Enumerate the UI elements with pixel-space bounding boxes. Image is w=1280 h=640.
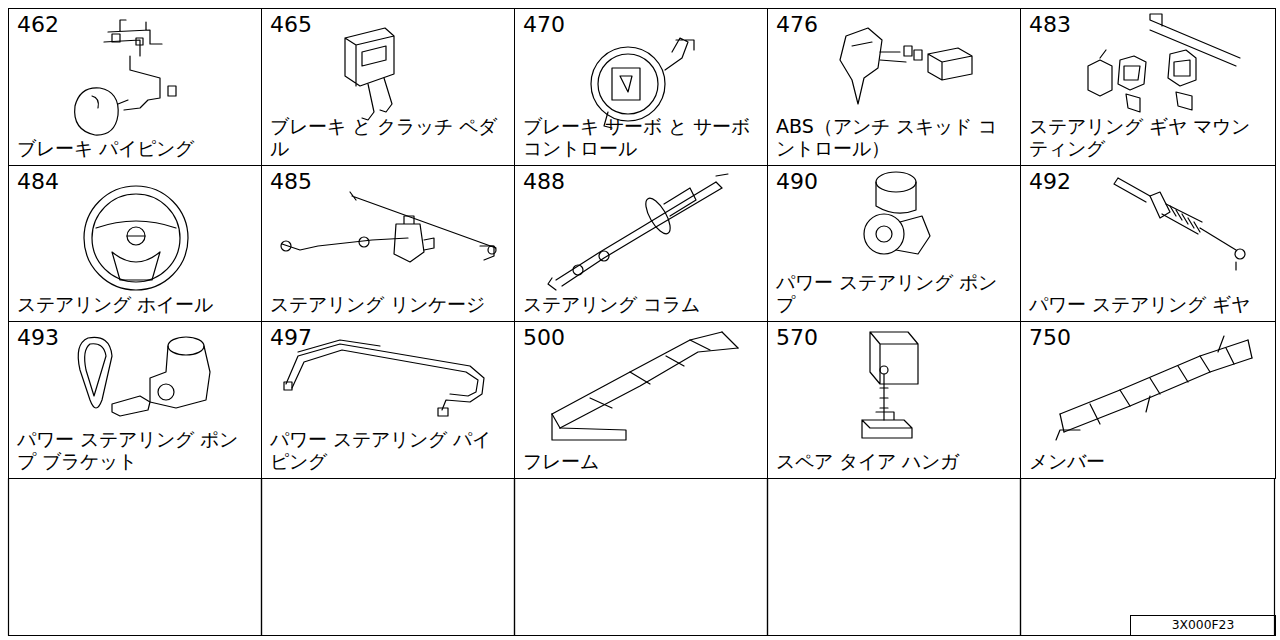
catalog-cell: 483 ステアリング ギヤ マウンティング [1020, 8, 1276, 166]
section-number: 476 [776, 13, 1012, 37]
section-number: 570 [776, 326, 1012, 350]
drawing-code-box: 3X000F23 [1130, 615, 1276, 636]
brake-servo-figure [591, 38, 694, 128]
frame-figure [552, 332, 738, 440]
section-number: 492 [1029, 170, 1267, 194]
catalog-cell: 465 ブレーキ と クラッチ ペダル [261, 8, 515, 166]
pedal-figure [345, 28, 394, 120]
catalog-cell: 488 ステアリング コラム [514, 165, 768, 322]
catalog-cell: 493 パワー ステアリング ポンプ ブラケット [8, 321, 262, 479]
brake-piping-figure [75, 20, 176, 135]
part-group-name: パワー ステアリング ポンプ ブラケット [17, 429, 253, 473]
linkage-figure [281, 192, 496, 262]
catalog-cell: 484 ステアリング ホイール [8, 165, 262, 322]
tire-hanger-figure [862, 332, 918, 438]
part-group-name: ステアリング ギヤ マウンティング [1029, 116, 1267, 160]
part-group-name: スペア タイア ハンガ [776, 451, 1012, 473]
part-group-name: ブレーキ と クラッチ ペダル [270, 116, 506, 160]
power-steering-gear-figure [1114, 178, 1245, 270]
pump-bracket-figure [78, 337, 210, 416]
section-number: 488 [523, 170, 759, 194]
catalog-cell: 490 パワー ステアリング ポンプ [767, 165, 1021, 322]
section-number: 462 [17, 13, 253, 37]
section-number: 497 [270, 326, 506, 350]
section-number: 490 [776, 170, 1012, 194]
section-number: 485 [270, 170, 506, 194]
section-number: 484 [17, 170, 253, 194]
part-group-name: パワー ステアリング パイピング [270, 429, 506, 473]
section-number: 483 [1029, 13, 1267, 37]
section-number: 470 [523, 13, 759, 37]
part-group-name: フレーム [523, 451, 759, 473]
part-group-name: ステアリング コラム [523, 294, 759, 316]
empty-cells [9, 479, 1275, 636]
catalog-cell: 750 メンバー [1020, 321, 1276, 479]
gear-mounting-figure [1088, 14, 1240, 112]
catalog-cell: 485 ステアリング リンケージ [261, 165, 515, 322]
part-group-name: パワー ステアリング ポンプ [776, 272, 1012, 316]
part-group-name: ブレーキ パイピング [17, 138, 253, 160]
catalog-cell: 497 パワー ステアリング パイピング [261, 321, 515, 479]
section-number: 465 [270, 13, 506, 37]
part-group-name: パワー ステアリング ギヤ [1029, 294, 1267, 316]
part-group-name: ステアリング リンケージ [270, 294, 506, 316]
part-group-name: ABS（アンチ スキッド コントロール） [776, 116, 1012, 160]
steering-wheel-figure [84, 186, 188, 290]
section-number: 500 [523, 326, 759, 350]
part-group-name: メンバー [1029, 451, 1267, 473]
abs-figure [840, 28, 972, 104]
steering-column-figure [548, 174, 728, 290]
power-steering-pump-figure [864, 172, 930, 254]
catalog-cell: 492 パワー ステアリング ギヤ [1020, 165, 1276, 322]
catalog-cell: 570 スペア タイア ハンガ [767, 321, 1021, 479]
section-number: 493 [17, 326, 253, 350]
section-number: 750 [1029, 326, 1267, 350]
catalog-cell: 476ABS（アンチ スキッド コントロール） [767, 8, 1021, 166]
catalog-cell: 462 ブレーキ パイピング [8, 8, 262, 166]
member-figure [1056, 336, 1252, 440]
catalog-cell: 470 ブレーキ サーボ と サーボ コントロール [514, 8, 768, 166]
part-group-name: ステアリング ホイール [17, 294, 253, 316]
part-group-name: ブレーキ サーボ と サーボ コントロール [523, 116, 759, 160]
catalog-cell: 500 フレーム [514, 321, 768, 479]
drawing-code: 3X000F23 [1131, 616, 1275, 635]
power-steering-piping-figure [284, 340, 484, 416]
